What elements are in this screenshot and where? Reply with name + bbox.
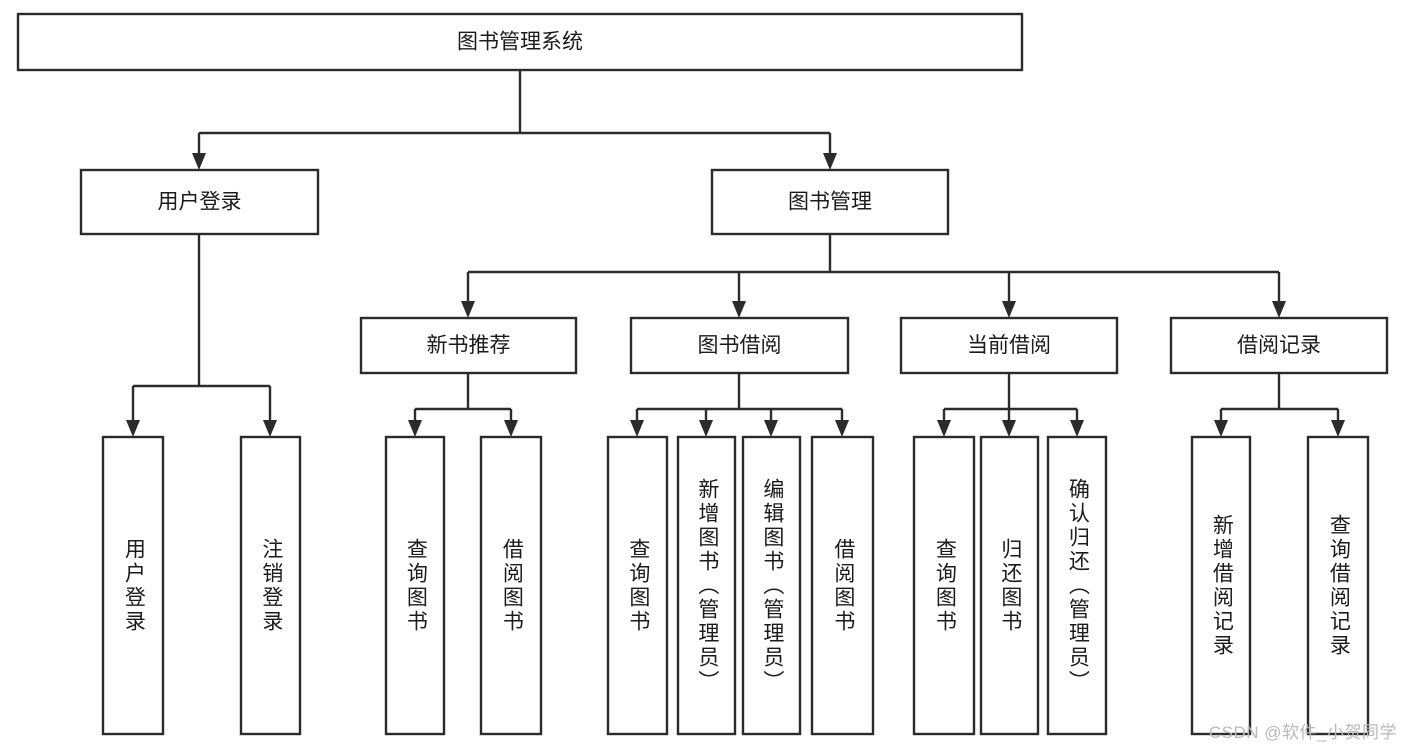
- arrow-head-icon: [1214, 420, 1228, 437]
- leaf-node-box-7[interactable]: [810, 435, 875, 736]
- arrow-head-icon: [1272, 301, 1286, 318]
- arrow-head-icon: [835, 420, 849, 437]
- level3-node-label-3: 借阅记录: [1237, 334, 1321, 357]
- arrow-head-icon: [504, 420, 518, 437]
- leaf-node-box-3[interactable]: [479, 435, 543, 736]
- arrow-head-icon: [1070, 420, 1084, 437]
- arrow-head-icon: [823, 153, 837, 170]
- leaf-node-box-6[interactable]: [741, 435, 802, 736]
- leaf-node-box-4[interactable]: [606, 435, 669, 736]
- boxes-layer: [16, 12, 1389, 736]
- arrow-head-icon: [764, 420, 778, 437]
- arrow-head-icon: [126, 420, 140, 437]
- arrow-head-icon: [1002, 420, 1016, 437]
- root-node-label: 图书管理系统: [457, 31, 583, 54]
- level3-node-box-0[interactable]: [359, 316, 578, 375]
- leaf-node-box-5[interactable]: [676, 435, 737, 736]
- arrow-head-icon: [1002, 301, 1016, 318]
- leaf-node-box-10[interactable]: [1046, 435, 1108, 736]
- watermark: CSDN @软件_小贺同学: [1208, 723, 1397, 742]
- arrow-head-icon: [461, 301, 475, 318]
- arrow-head-icon: [732, 301, 746, 318]
- arrow-head-icon: [263, 420, 277, 437]
- leaf-node-box-9[interactable]: [979, 435, 1040, 736]
- level3-node-box-3[interactable]: [1169, 316, 1389, 375]
- level3-node-box-1[interactable]: [629, 316, 850, 375]
- leaf-node-box-11[interactable]: [1190, 435, 1252, 736]
- level2-node-box-0[interactable]: [79, 168, 320, 236]
- leaf-node-box-2[interactable]: [384, 435, 446, 736]
- level3-node-box-2[interactable]: [899, 316, 1119, 375]
- level2-node-box-1[interactable]: [710, 168, 950, 236]
- level2-node-label-0: 用户登录: [158, 191, 242, 214]
- leaf-node-box-8[interactable]: [912, 435, 976, 736]
- level2-node-label-1: 图书管理: [788, 191, 872, 214]
- level3-node-label-0: 新书推荐: [427, 334, 511, 357]
- edges-layer: [126, 70, 1345, 437]
- arrow-head-icon: [1331, 420, 1345, 437]
- arrow-head-icon: [699, 420, 713, 437]
- leaf-node-box-1[interactable]: [239, 435, 302, 736]
- arrow-head-icon: [630, 420, 644, 437]
- root-node-box[interactable]: [16, 12, 1024, 72]
- leaf-node-box-12[interactable]: [1306, 435, 1370, 736]
- leaf-node-box-0[interactable]: [101, 435, 165, 736]
- arrow-head-icon: [192, 153, 206, 170]
- level3-node-label-2: 当前借阅: [967, 334, 1051, 357]
- arrow-head-icon: [937, 420, 951, 437]
- level3-node-label-1: 图书借阅: [698, 334, 782, 357]
- arrow-head-icon: [408, 420, 422, 437]
